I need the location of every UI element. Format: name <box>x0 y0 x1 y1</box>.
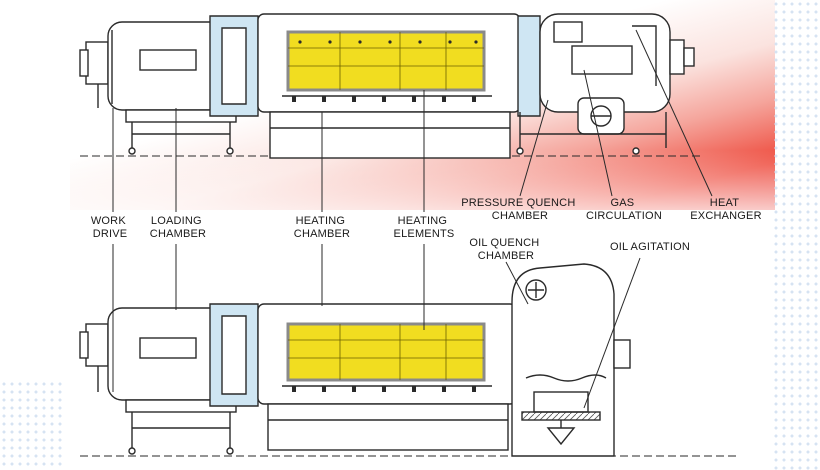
label-oil-agitation: OIL AGITATION <box>610 241 690 253</box>
label-oil-quench-chamber: OIL QUENCH CHAMBER <box>469 237 542 262</box>
bottom-loading-legs <box>125 399 237 455</box>
background-fade <box>70 150 775 230</box>
bottom-heating-elements <box>286 322 486 382</box>
top-heating-elements <box>286 30 486 92</box>
bottom-work-drive <box>85 323 109 367</box>
label-pressure-quench-chamber: PRESSURE QUENCH CHAMBER <box>461 197 579 222</box>
label-heating-elements: HEATING ELEMENTS <box>394 215 455 240</box>
top-door-window-2 <box>517 15 541 117</box>
label-work-drive: WORK DRIVE <box>91 215 129 240</box>
callout-labels: WORK DRIVE LOADING CHAMBER HEATING CHAMB… <box>91 197 762 262</box>
top-furnace <box>79 13 700 159</box>
leader-lines <box>112 29 713 409</box>
label-gas-circulation: GAS CIRCULATION <box>586 197 662 222</box>
label-loading-chamber: LOADING CHAMBER <box>150 215 206 240</box>
dot-pattern-right <box>772 0 820 470</box>
top-work-drive <box>85 41 109 85</box>
bottom-furnace <box>79 263 740 457</box>
dot-pattern-left <box>0 380 64 470</box>
label-heat-exchanger: HEAT EXCHANGER <box>690 197 761 222</box>
top-loading-legs <box>125 109 237 155</box>
label-heating-chamber: HEATING CHAMBER <box>294 215 350 240</box>
